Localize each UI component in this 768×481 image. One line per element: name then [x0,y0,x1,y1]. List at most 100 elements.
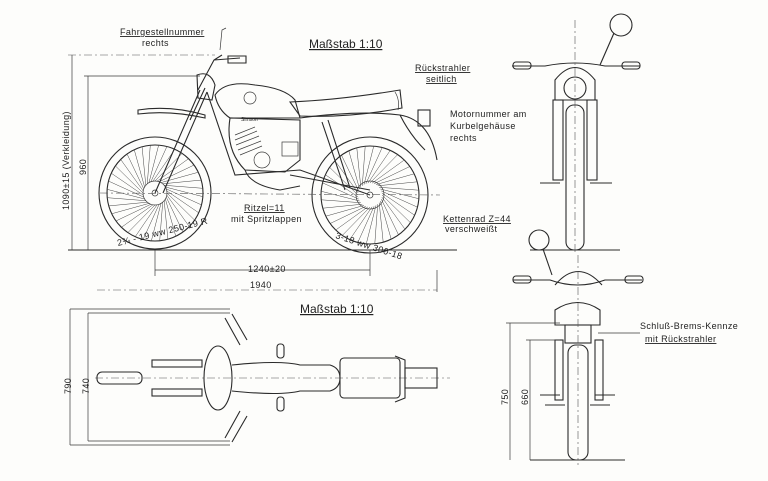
wheel-spoke [367,150,391,184]
label-engine-number: Motornummer am [450,109,527,119]
mirror-rear [528,229,550,251]
wheel-spoke [341,155,359,192]
front-fork [154,87,208,194]
label-mudflap: mit Spritzlappen [231,214,302,224]
wheel-spoke [127,204,156,233]
label-engine-number-3: rechts [450,133,477,143]
top-view [69,308,450,446]
wheel-spoke [322,203,363,209]
wheel-spoke [134,149,145,188]
rear-wheel [311,136,429,254]
handlebar-top [224,313,248,443]
shock-rear-2 [594,339,604,401]
dim-wheelbase: 1240±20 [248,264,286,274]
dim-front-view-height: 750 [500,389,510,405]
wheel-spoke [111,203,150,214]
side-view [68,27,457,254]
side-reflector [417,109,431,127]
wheel-spoke [148,145,159,183]
crankcase-cover [253,151,271,169]
label-sprocket-2: verschweißt [445,224,498,234]
wheel-spoke [321,199,361,203]
label-rear-tire: 3-18 ww 300-18 [334,230,403,261]
shock-rear [554,339,564,401]
wheel-spoke [154,153,183,182]
fork-leg-top-2 [151,388,203,397]
footpegs-rear [540,394,615,406]
wheel-spoke [120,159,144,192]
wheel-spoke [363,146,374,185]
headlight-top [203,345,233,411]
wheel-spoke [371,159,405,184]
wheel-spoke [166,192,195,221]
wheel-spoke [165,198,176,237]
wheel-spoke [152,149,176,182]
wheel-spoke [163,200,169,240]
wheel-spoke [166,188,202,206]
seat [288,89,403,117]
fork-leg-top [151,359,203,368]
wheel-spoke [342,206,371,236]
wheel-spoke [166,196,184,233]
wheel-spoke [107,189,145,200]
fuel-tank [214,83,301,119]
headlight-cowl-front [554,66,596,101]
wheel-spoke [158,164,195,182]
wheel-spoke [142,204,160,240]
rear-shock [321,119,351,191]
frame [206,91,371,196]
wheel-spoke [165,186,203,197]
wheel-spoke [330,206,367,224]
dim-front-view-height-inner: 660 [520,389,530,405]
wheel-spoke [115,165,144,194]
label-sprocket: Kettenrad Z=44 [443,214,511,224]
label-frame-number: Fahrgestellnummer [120,27,204,37]
headlight-cowl [196,73,216,101]
tank-badge-text: Simson [241,117,258,123]
mirror-front [609,13,633,37]
front-fender [137,107,206,119]
seat-top [339,357,401,399]
wheel-spoke [121,204,154,228]
engine [228,117,301,173]
wheel-spoke [107,197,146,201]
wheel-spoke [377,181,418,187]
label-frame-number-side: rechts [142,38,169,48]
wheel-spoke [366,205,377,244]
tail-top [404,367,438,389]
wheel-spoke [335,206,369,231]
label-tail-light-2: mit Rückstrahler [645,334,716,344]
wheel-spoke [369,154,398,184]
wheel-spoke [108,201,148,207]
wheel-spoke [356,147,362,188]
wheel-spoke [108,180,144,198]
wheel-spoke [141,146,147,186]
wheel-spoke [325,174,359,198]
dim-length: 1940 [250,280,272,290]
footpeg-top [276,343,285,359]
dim-width-outer: 790 [63,378,73,394]
wheel-spoke [380,188,419,199]
wheel-spoke [166,190,199,214]
wheel-spoke [349,206,373,240]
wheel-spoke [374,204,378,244]
scale-label-top: Maßstab 1:10 [300,302,374,316]
wheel-spoke [134,204,158,237]
handlebar [197,54,247,91]
front-wheel-top [96,371,143,385]
side-dimensions [68,54,438,292]
wheel-spoke [162,179,202,185]
wheel-spoke [381,194,411,223]
wheel-spoke [329,167,359,196]
wheel-spoke [115,204,152,222]
exhaust [244,169,301,191]
wheel-spoke [380,200,392,240]
wheel-spoke [348,150,360,190]
rear-fender [299,112,438,161]
wheel-spoke [150,146,168,182]
grab-rail [394,91,399,111]
handlebar-rear [513,279,642,286]
wheel-spoke [357,206,375,243]
wheel-spoke [164,185,203,189]
label-pinion: Ritzel=11 [244,203,285,213]
